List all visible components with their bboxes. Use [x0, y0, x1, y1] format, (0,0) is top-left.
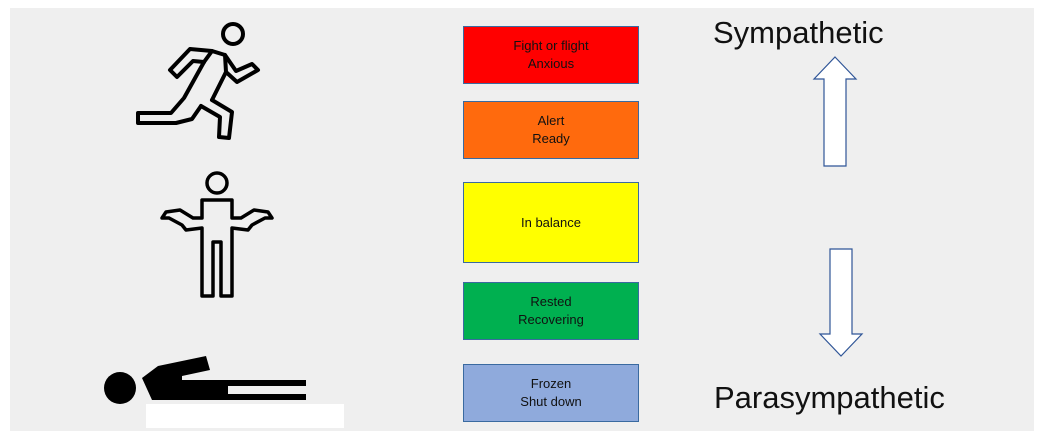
state-line-2: Ready [532, 131, 570, 146]
state-box-rested: Rested Recovering [463, 282, 639, 340]
state-box-alert: Alert Ready [463, 101, 639, 159]
sympathetic-label: Sympathetic [713, 15, 884, 50]
state-line-1: In balance [521, 214, 581, 230]
running-person-icon [124, 20, 274, 146]
state-line-1: Frozen [530, 376, 572, 391]
state-line-1: Fight or flight [513, 38, 589, 53]
state-box-frozen: Frozen Shut down [463, 364, 639, 422]
state-box-in-balance: In balance [463, 182, 639, 263]
state-box-fight-or-flight: Fight or flight Anxious [463, 26, 639, 84]
state-line-1: Alert [537, 113, 565, 128]
parasympathetic-label: Parasympathetic [714, 380, 945, 415]
state-line-2: Anxious [527, 56, 575, 71]
state-line-2: Recovering [518, 312, 584, 327]
lying-person-icon [96, 342, 356, 428]
down-arrow-icon [815, 246, 867, 360]
state-line-2: Shut down [520, 394, 582, 409]
up-arrow-icon [809, 55, 861, 169]
state-line-1: Rested [530, 294, 572, 309]
standing-person-icon [146, 170, 286, 302]
